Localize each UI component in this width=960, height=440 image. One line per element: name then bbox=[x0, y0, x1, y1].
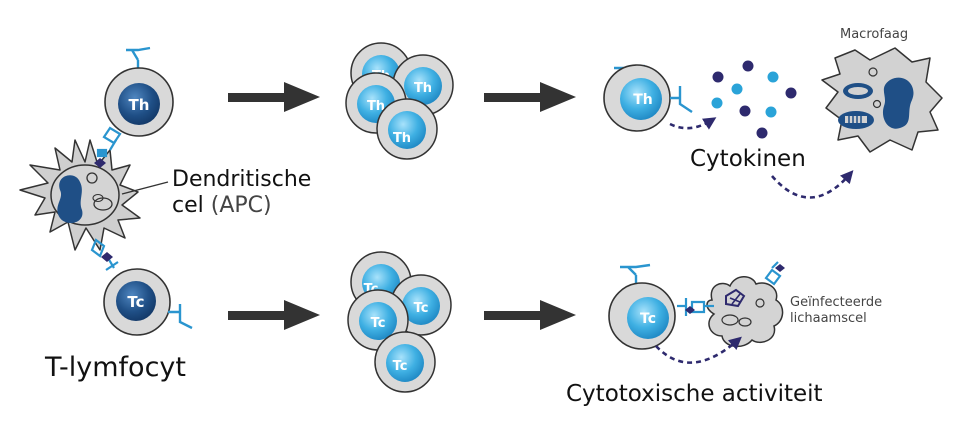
tc-cell-active: Tc bbox=[608, 263, 676, 350]
th-clone-3-label: Th bbox=[367, 99, 385, 114]
cytokine-dot bbox=[731, 83, 743, 95]
cytokine-dot bbox=[711, 97, 723, 109]
tc-clone-4: Tc bbox=[374, 331, 436, 393]
tc-cell-initial-label: Tc bbox=[127, 293, 144, 311]
tc-antigen-diamond bbox=[101, 252, 113, 262]
dendritic-pointer-line bbox=[121, 181, 169, 195]
cytotoxic-activity-label: Cytotoxische activiteit bbox=[566, 381, 823, 407]
t-lymphocyte-label: T-lymfocyt bbox=[45, 352, 186, 383]
cytokines-label: Cytokinen bbox=[690, 146, 806, 172]
tc-clone-cluster: Tc Tc Tc Tc bbox=[347, 251, 452, 393]
cytokine-dot bbox=[765, 106, 777, 118]
infected-cell-antigen bbox=[775, 264, 785, 272]
cytokine-dot bbox=[785, 87, 797, 99]
dendritic-cell-label-line1: Dendritische bbox=[172, 167, 312, 192]
tc-cell-initial: Tc bbox=[103, 268, 193, 336]
cytokine-dot bbox=[742, 60, 754, 72]
cytokine-dot bbox=[756, 127, 768, 139]
th-cytokine-release-arrow bbox=[669, 117, 717, 130]
cytokine-particles bbox=[711, 60, 797, 139]
th-clone-4-label: Th bbox=[393, 131, 411, 146]
th-cell-active-label: Th bbox=[633, 92, 653, 108]
cytokine-to-macrophage-arrow bbox=[771, 170, 854, 199]
th-clone-cluster: Th Th Th Th bbox=[345, 42, 454, 160]
th-cell-initial-label: Th bbox=[129, 96, 150, 114]
infected-body-cell bbox=[706, 276, 784, 348]
arrow-tc-expand bbox=[228, 300, 320, 330]
infected-cell-receptor bbox=[764, 261, 782, 286]
arrow-th-function bbox=[484, 82, 576, 112]
tc-infected-antigen bbox=[685, 306, 695, 314]
infected-cell-label-line1: Geïnfecteerde bbox=[790, 295, 883, 310]
arrow-th-expand bbox=[228, 82, 320, 112]
macrophage-label: Macrofaag bbox=[840, 27, 909, 42]
th-clone-4: Th bbox=[376, 98, 438, 160]
tc-killing-arrow bbox=[655, 336, 742, 364]
arrow-tc-function bbox=[484, 300, 576, 330]
tc-clone-3-label: Tc bbox=[371, 316, 386, 331]
th-clone-2-label: Th bbox=[414, 81, 432, 96]
dendritic-cell-label-cel: cel bbox=[172, 193, 204, 218]
cytokine-dot bbox=[712, 71, 724, 83]
tc-cell-active-label: Tc bbox=[640, 311, 656, 327]
dendritic-cell-label-apc: (APC) bbox=[210, 193, 272, 218]
th-cell-active: Th bbox=[603, 64, 693, 132]
tc-clone-4-label: Tc bbox=[393, 359, 408, 374]
dendritic-cell-label-line2: cel (APC) bbox=[172, 193, 272, 218]
cytokine-dot bbox=[767, 71, 779, 83]
cytokine-dot bbox=[739, 105, 751, 117]
th-antigen-diamond bbox=[94, 158, 106, 168]
dendritic-cell bbox=[19, 139, 141, 251]
th-cell-initial: Th bbox=[104, 46, 174, 137]
infected-cell-label-line2: lichaamscel bbox=[790, 311, 867, 326]
tc-clone-2-label: Tc bbox=[414, 301, 429, 316]
macrophage-cell bbox=[821, 47, 943, 153]
